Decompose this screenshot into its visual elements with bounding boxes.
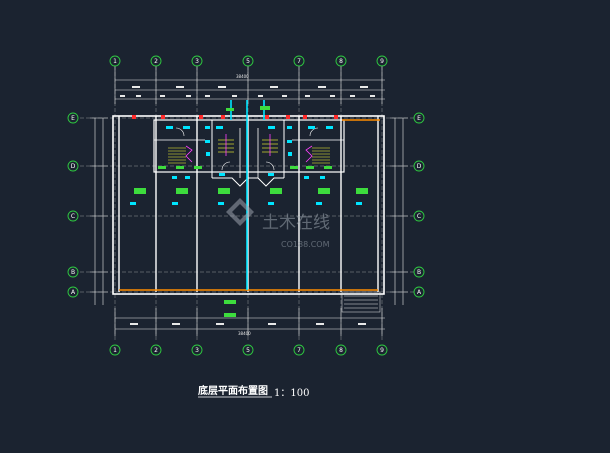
grid-bubble-left-label: A: [71, 289, 76, 296]
grid-bubble-top: 5: [242, 55, 254, 67]
grid-bubble-bottom-label: 9: [380, 347, 384, 354]
grid-bubble-top: 7: [293, 55, 305, 67]
grid-bubble-left-label: E: [71, 115, 75, 122]
watermark-brand-url: CO188.COM: [281, 240, 330, 249]
facade-lines: [119, 119, 380, 291]
grid-bubble-bottom: 3: [191, 344, 203, 356]
room-labels: [134, 106, 368, 317]
stairs: [168, 134, 330, 164]
grid-bubble-bottom-label: 7: [297, 347, 301, 354]
door-markers: [132, 115, 338, 119]
grid-bubble-left: E: [67, 112, 79, 124]
grid-bubble-left: B: [67, 266, 79, 278]
grid-bubble-right: C: [413, 210, 425, 222]
grid-bubbles-bottom: 1 2 3 5 7 8 9: [109, 344, 388, 356]
grid-bubble-bottom-label: 3: [195, 347, 199, 354]
grid-bubble-top-label: 5: [246, 58, 250, 65]
grid-bubble-top: 2: [150, 55, 162, 67]
watermark-brand-cn: 土木在线: [262, 213, 330, 233]
grid-bubble-right-label: B: [417, 269, 421, 276]
grid-bubble-left: D: [67, 160, 79, 172]
grid-bubble-top-label: 8: [339, 58, 343, 65]
watermark: 土木在线 CO188.COM: [226, 198, 330, 249]
watermark-logo-icon: [226, 198, 254, 226]
grid-bubble-bottom: 9: [376, 344, 388, 356]
grid-bubble-top: 8: [335, 55, 347, 67]
grid-bubble-top-label: 1: [113, 58, 117, 65]
grid-bubble-bottom: 5: [242, 344, 254, 356]
top-dim-ticks: [120, 86, 375, 97]
drawing-scale: 1：100: [274, 388, 309, 399]
grid-bubble-top: 9: [376, 55, 388, 67]
grid-bubble-left-label: D: [71, 163, 76, 170]
hatched-area: [341, 291, 381, 313]
grid-bubble-left: C: [67, 210, 79, 222]
grid-bubble-bottom-label: 1: [113, 347, 117, 354]
grid-bubble-bottom-label: 8: [339, 347, 343, 354]
grid-bubble-right: E: [413, 112, 425, 124]
grid-bubble-bottom: 8: [335, 344, 347, 356]
grid-bubble-right-label: E: [417, 115, 421, 122]
grid-bubble-bottom: 2: [150, 344, 162, 356]
grid-bubble-bottom: 1: [109, 344, 121, 356]
corridor-markings: [230, 100, 265, 290]
grid-bubble-left: A: [67, 286, 79, 298]
grid-bubble-right-label: C: [417, 213, 421, 220]
door-swings: [175, 127, 319, 171]
fixtures: [130, 126, 362, 205]
overall-dimension-bottom: 38400: [238, 331, 251, 336]
overall-dimension-top: 38400: [236, 74, 249, 79]
grid-bubble-right: A: [413, 286, 425, 298]
grid-bubble-bottom: 7: [293, 344, 305, 356]
grid-bubbles-left: E D C B A: [67, 112, 79, 298]
grid-bubble-right-label: A: [417, 289, 422, 296]
grid-bubble-top: 1: [109, 55, 121, 67]
grid-bubble-top-label: 2: [154, 58, 158, 65]
grid-bubble-left-label: B: [71, 269, 75, 276]
grid-bubble-right-label: D: [417, 163, 422, 170]
grid-bubbles-right: E D C B A: [413, 112, 425, 298]
grid-bubble-top-label: 3: [195, 58, 199, 65]
grid-bubble-right: D: [413, 160, 425, 172]
grid-bubble-bottom-label: 2: [154, 347, 158, 354]
top-dimension-chain: [114, 66, 385, 104]
grid-bubble-top-label: 9: [380, 58, 384, 65]
grid-bubble-right: B: [413, 266, 425, 278]
grid-bubble-top-label: 7: [297, 58, 301, 65]
grid-bubble-left-label: C: [71, 213, 75, 220]
building-walls: [112, 115, 385, 295]
grid-bubble-top: 3: [191, 55, 203, 67]
drawing-title: 底层平面布置图: [198, 384, 268, 397]
grid-bubbles-top: 1 2 3 5 7 8 9: [109, 55, 388, 67]
grid-bubble-bottom-label: 5: [246, 347, 250, 354]
bottom-dim-ticks: [130, 323, 366, 325]
